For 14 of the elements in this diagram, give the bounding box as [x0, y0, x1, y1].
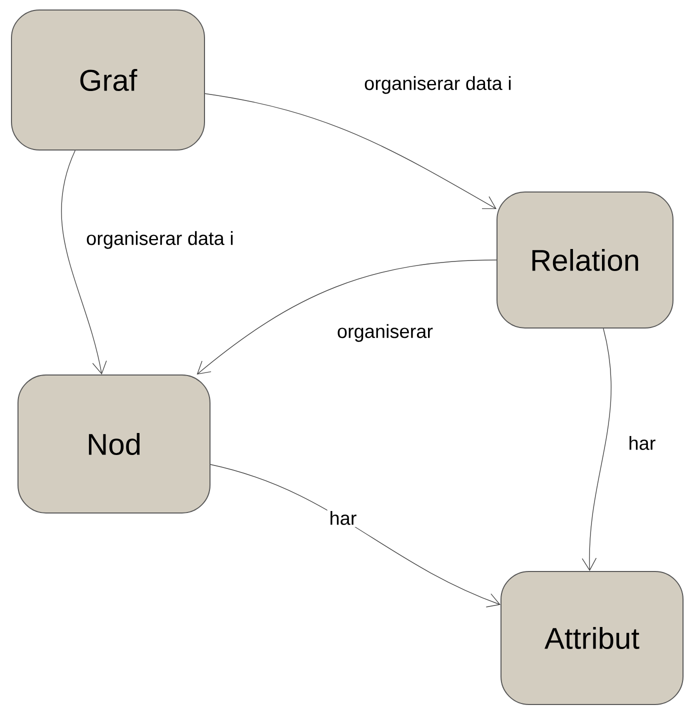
arrow [204, 93, 496, 210]
arrow [196, 260, 497, 374]
process-box: Attribut [500, 571, 684, 705]
process-box: Nod [18, 374, 210, 514]
process-box: Relation [496, 192, 674, 328]
edge-label: har [327, 509, 359, 527]
edge-label: organiserar [334, 322, 436, 344]
edge-label: organiserar data i [362, 74, 514, 96]
arrow [210, 464, 500, 608]
arrow [61, 150, 107, 374]
process-box: Graf [11, 10, 205, 150]
edge-label: organiserar data i [84, 229, 236, 251]
edge-label: har [626, 434, 658, 452]
arrow [582, 328, 612, 571]
